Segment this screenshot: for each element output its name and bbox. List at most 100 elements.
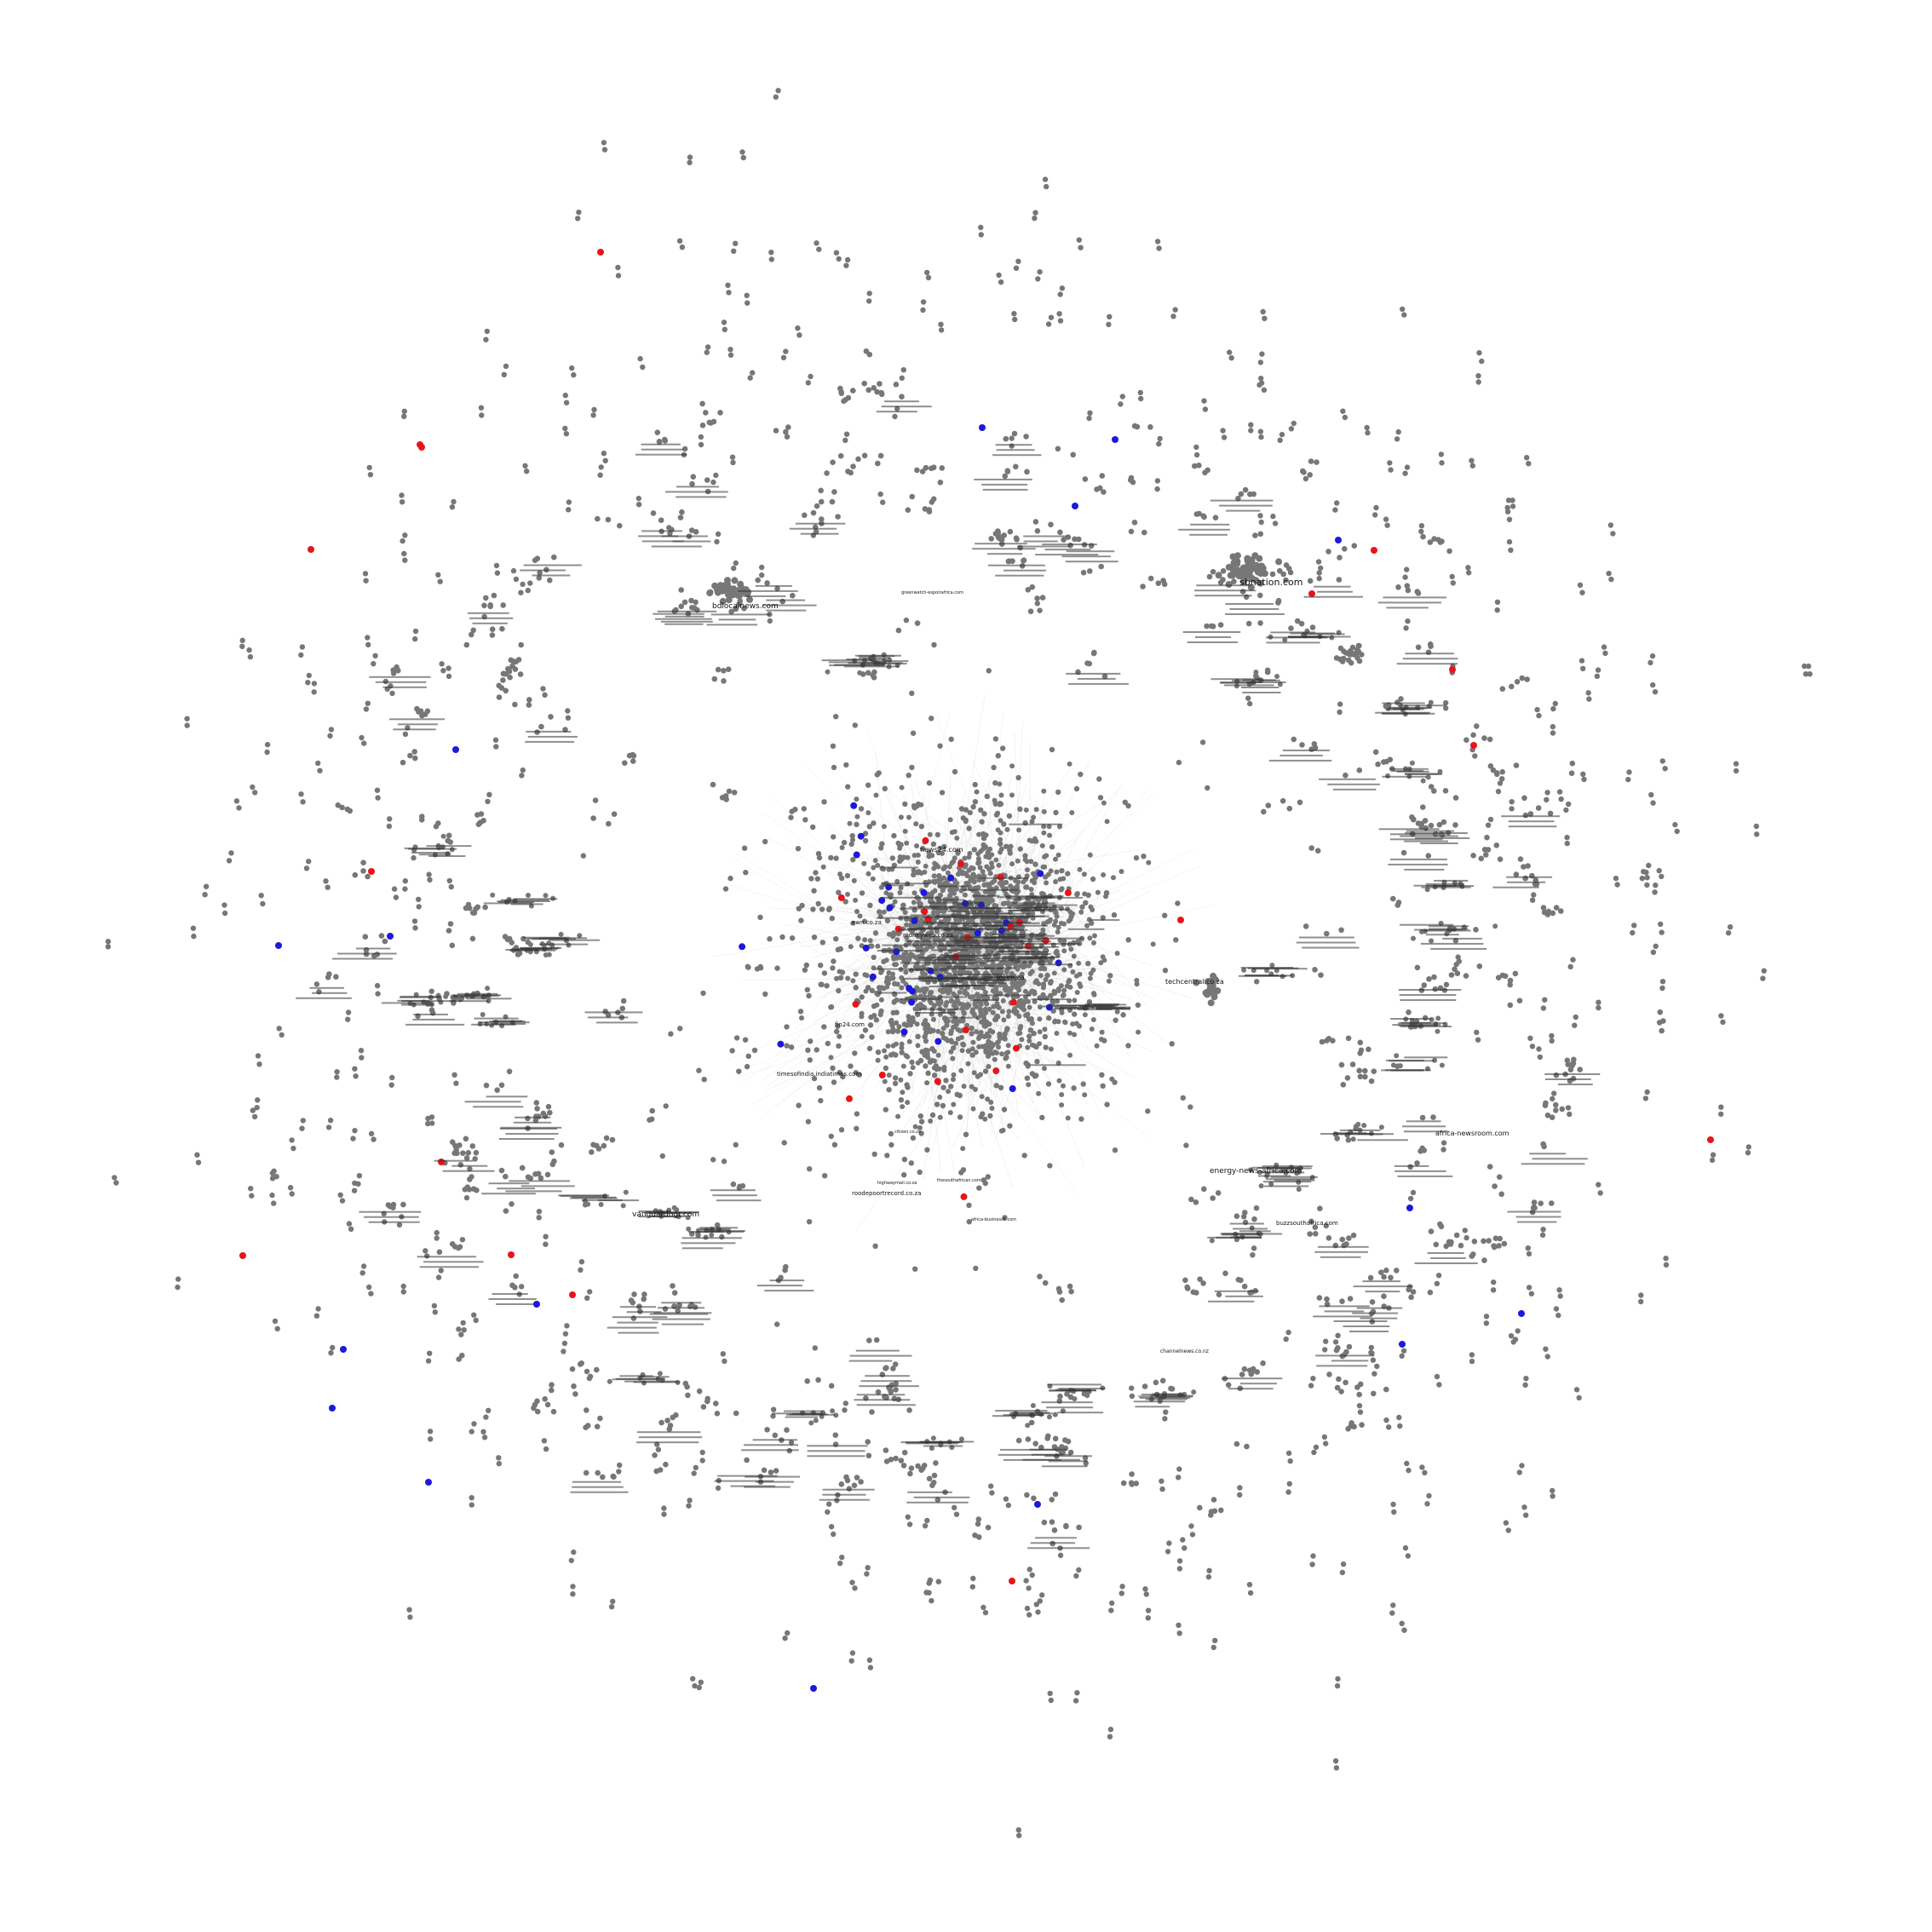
outer-node xyxy=(785,1630,791,1636)
outer-node xyxy=(306,859,312,865)
cluster-node xyxy=(1253,1205,1260,1211)
outer-node xyxy=(1383,1417,1389,1423)
cluster-node xyxy=(1408,1294,1414,1301)
core-node xyxy=(948,736,954,742)
core-node xyxy=(917,901,923,907)
core-node xyxy=(891,832,897,839)
core-node xyxy=(963,864,968,870)
outer-node xyxy=(1526,1251,1532,1257)
outer-node xyxy=(1257,513,1263,519)
outer-node xyxy=(1272,520,1279,526)
core-node xyxy=(757,963,763,970)
cluster-node xyxy=(595,1469,601,1476)
outer-node xyxy=(1426,1492,1432,1499)
outer-node xyxy=(298,652,304,658)
outer-node xyxy=(1212,1637,1218,1644)
outer-node xyxy=(1389,1610,1395,1616)
outer-node xyxy=(1384,522,1390,528)
cluster-node xyxy=(1031,1495,1037,1502)
outer-node xyxy=(1718,1111,1724,1118)
core-node xyxy=(940,887,946,894)
core-node xyxy=(911,890,917,896)
core-node xyxy=(1055,852,1061,858)
cluster-node xyxy=(1343,1379,1348,1386)
outer-node xyxy=(1107,313,1113,319)
outer-node xyxy=(389,690,395,697)
cluster-node xyxy=(1343,772,1348,779)
outer-node xyxy=(1188,1523,1194,1529)
core-node xyxy=(940,865,946,871)
cluster-node xyxy=(845,394,852,401)
cluster-node xyxy=(641,1291,647,1297)
outer-node xyxy=(1652,689,1659,695)
core-node xyxy=(1037,1016,1043,1022)
outer-node xyxy=(587,1289,593,1295)
outer-node xyxy=(365,635,371,641)
core-node xyxy=(1041,788,1047,794)
outer-node xyxy=(1650,949,1657,956)
core-node xyxy=(1061,1083,1066,1089)
cluster-node xyxy=(1258,1183,1264,1189)
outer-node xyxy=(1607,522,1614,528)
cluster-node xyxy=(790,592,796,599)
core-node xyxy=(1009,861,1015,867)
cluster-node xyxy=(1325,1036,1332,1042)
core-node xyxy=(894,1020,900,1026)
core-node xyxy=(1032,861,1038,867)
core-node xyxy=(969,1084,975,1090)
outer-node xyxy=(938,327,945,333)
core-node xyxy=(779,934,785,940)
core-node xyxy=(1015,774,1021,781)
cluster-node xyxy=(1247,491,1253,497)
outer-node xyxy=(805,380,811,386)
cluster-node xyxy=(601,1142,607,1149)
outer-node xyxy=(584,1368,590,1375)
cluster-node xyxy=(1421,982,1428,988)
outer-node xyxy=(346,1221,353,1227)
core-node xyxy=(918,1118,925,1124)
core-node xyxy=(881,824,887,830)
cluster-node xyxy=(1453,1232,1460,1239)
outer-node xyxy=(739,149,745,155)
cluster-node xyxy=(1470,732,1476,739)
outer-node xyxy=(1550,1493,1555,1499)
outer-node xyxy=(1142,1586,1148,1592)
core-node xyxy=(986,1033,992,1039)
cluster-node xyxy=(656,439,663,445)
cluster-node xyxy=(549,1387,555,1394)
cluster-node xyxy=(1242,486,1249,493)
cluster-node xyxy=(688,597,694,604)
cluster-node xyxy=(1356,1067,1362,1074)
outer-node xyxy=(843,431,850,437)
core-node xyxy=(853,971,859,977)
outer-node xyxy=(402,886,408,892)
cluster-node xyxy=(1394,1053,1400,1059)
core-node xyxy=(969,1052,975,1058)
core-node xyxy=(872,930,879,936)
outer-node xyxy=(1720,1019,1726,1026)
core-node xyxy=(974,789,980,795)
core-node-blue xyxy=(920,888,928,896)
outer-node xyxy=(1035,276,1041,282)
core-node xyxy=(960,1146,966,1152)
cluster-node xyxy=(1419,1114,1426,1121)
core-node xyxy=(1003,1055,1009,1061)
core-node xyxy=(876,985,883,991)
core-node xyxy=(1053,879,1059,884)
cluster-node xyxy=(1159,1377,1166,1384)
cluster-node xyxy=(1068,1288,1074,1295)
core-node xyxy=(833,855,839,861)
cluster-node xyxy=(689,605,695,611)
core-node xyxy=(1176,759,1182,766)
cluster-node xyxy=(681,599,688,606)
core-node xyxy=(1022,853,1028,859)
core-node xyxy=(663,1103,669,1109)
graph-edge xyxy=(971,1026,1015,1090)
core-node xyxy=(929,1112,936,1118)
graph-edge xyxy=(998,956,1084,1166)
cluster-node xyxy=(630,752,637,759)
outer-node xyxy=(1176,1466,1182,1472)
core-node xyxy=(958,1034,964,1040)
outer-node xyxy=(1119,1584,1125,1590)
core-node xyxy=(1017,1030,1023,1036)
